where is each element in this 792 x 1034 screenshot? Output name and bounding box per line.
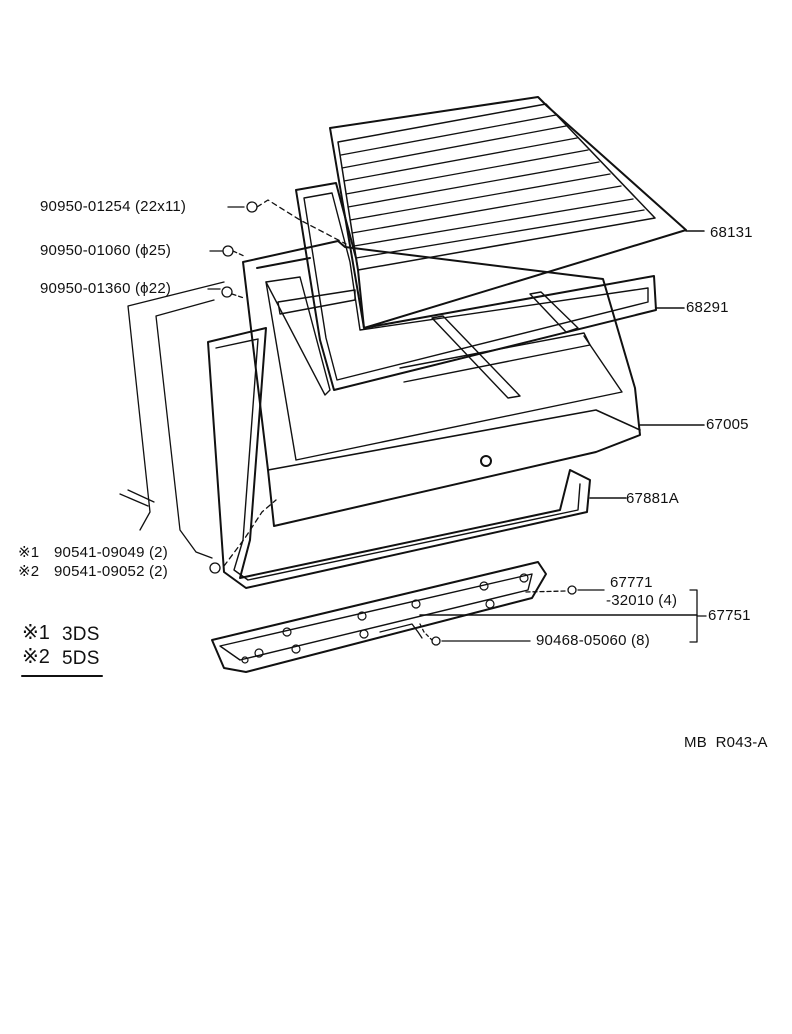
note-1-mark: ※1 — [22, 622, 50, 644]
callout-90468-05060: 90468-05060 (8) — [536, 632, 650, 649]
callout-67771-line2: -32010 (4) — [606, 592, 678, 609]
callout-90950-01360: 90950-01360 (ϕ22) — [40, 280, 172, 297]
callout-68131: 68131 — [710, 224, 753, 241]
callout-68291: 68291 — [686, 299, 729, 316]
door-weatherstrip — [207, 327, 627, 589]
marker-1: ※1 — [18, 544, 40, 561]
glass-weatherstrip — [295, 182, 685, 391]
leader-lines — [119, 199, 707, 646]
callout-67881a: 67881A — [626, 490, 679, 507]
note-2-mark: ※2 — [22, 646, 50, 668]
callout-90541-09049: 90541-09049 (2) — [54, 544, 168, 561]
marker-2: ※2 — [18, 563, 40, 580]
defogger-lines — [340, 114, 645, 259]
back-door-panel — [242, 240, 705, 527]
garnish-molding — [211, 561, 547, 673]
callout-90950-01060: 90950-01060 (ϕ25) — [40, 242, 172, 259]
back-window-glass — [329, 96, 705, 329]
note-1-text: 3DS — [62, 624, 100, 645]
clips — [241, 573, 529, 664]
figure-reference: MB R043-A — [684, 734, 768, 751]
callout-67771-line1: 67771 — [610, 574, 653, 591]
note-2-text: 5DS — [62, 648, 100, 669]
callout-90541-09052: 90541-09052 (2) — [54, 563, 168, 580]
callout-67751: 67751 — [708, 607, 751, 624]
callout-90950-01254: 90950-01254 (22x11) — [40, 198, 187, 215]
callout-67005: 67005 — [706, 416, 749, 433]
